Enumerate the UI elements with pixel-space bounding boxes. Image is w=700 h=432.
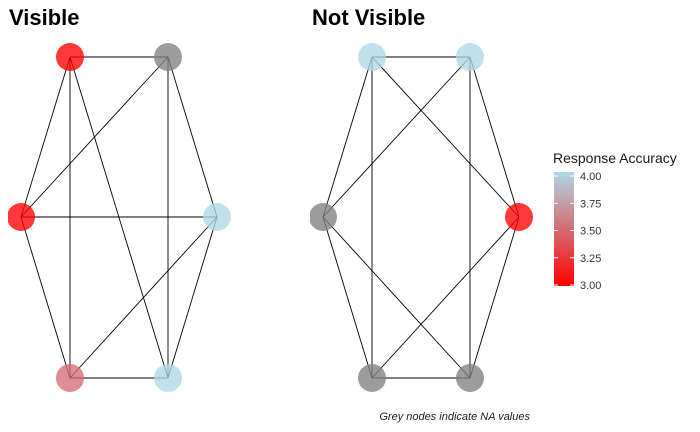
legend-tick-label: 4.00 [580,171,601,183]
edges-not-visible [322,56,520,379]
node-top-right [456,43,484,71]
panel-not-visible: Not Visible [310,5,533,392]
node-bottom-left [358,364,386,392]
edge-top-right-middle-left [322,56,471,218]
edge-middle-left-bottom-right [322,216,471,379]
node-bottom-right [154,364,182,392]
edge-middle-right-bottom-left [69,216,218,379]
node-bottom-right [456,364,484,392]
na-caption: Grey nodes indicate NA values [379,411,530,423]
node-top-left [358,43,386,71]
node-middle-left [8,203,35,231]
edge-top-left-middle-left [322,56,373,218]
node-bottom-left [56,364,84,392]
edge-top-right-middle-right [469,56,520,218]
edge-middle-right-bottom-right [167,216,218,379]
legend-tick-label: 3.50 [580,226,601,238]
edge-top-right-middle-left [20,56,169,218]
legend-tick-label: 3.00 [580,280,601,292]
node-middle-right [505,203,533,231]
edge-top-left-middle-right [371,56,520,218]
edge-top-left-bottom-right [69,56,169,379]
node-top-left [56,43,84,71]
node-middle-left [310,203,337,231]
nodes-visible [8,43,231,392]
edge-top-right-middle-right [167,56,218,218]
edges-visible [20,56,218,379]
edge-middle-left-bottom-left [20,216,71,379]
edge-middle-right-bottom-left [371,216,520,379]
legend-tick-label: 3.25 [580,253,601,265]
node-top-right [154,43,182,71]
legend-title: Response Accuracy [553,150,677,166]
edge-middle-left-bottom-left [322,216,373,379]
color-legend: Response Accuracy 3.00 3.25 3.50 3.75 4.00 [553,150,677,292]
panel-title-visible: Visible [9,5,80,30]
node-middle-right [203,203,231,231]
panel-visible: Visible [8,5,231,392]
panel-title-not-visible: Not Visible [312,5,425,30]
edge-top-left-middle-left [20,56,71,218]
nodes-not-visible [310,43,533,392]
edge-middle-right-bottom-right [469,216,520,379]
legend-colorbar [554,172,574,286]
legend-tick-label: 3.75 [580,198,601,210]
legend-ticks: 3.00 3.25 3.50 3.75 4.00 [554,171,601,292]
